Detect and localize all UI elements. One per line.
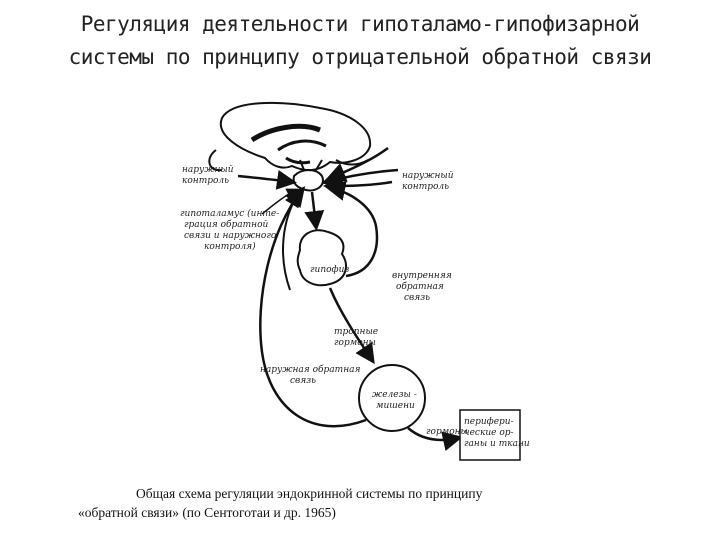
label-hypothalamus-2: грация обратной: [184, 219, 268, 230]
secondary-feedback-loop: [282, 190, 301, 291]
hypothalamus-to-pituitary-arrow: [304, 191, 325, 231]
hypothalamus-node: [292, 159, 324, 192]
label-glands-1: железы -: [372, 390, 417, 400]
label-peripheral-2: ческие ор-: [464, 428, 514, 438]
label-outer-control-right-1: наружный: [402, 171, 454, 181]
slide-title: Регуляция деятельности гипоталамо-гипофи…: [0, 8, 720, 74]
outer-feedback-loop: [259, 186, 367, 428]
label-peripheral-3: ганы и ткани: [464, 439, 530, 449]
inner-feedback-loop: [325, 181, 379, 278]
label-hormones: гормоны: [426, 427, 468, 437]
label-tropic-hormones-2: гормоны: [334, 338, 376, 348]
label-inner-feedback-2: обратная: [396, 281, 444, 292]
label-peripheral-1: перифери-: [464, 417, 514, 427]
title-line-1: Регуляция деятельности гипоталамо-гипофи…: [80, 12, 640, 36]
pituitary-shape: [296, 229, 347, 287]
figure-caption: Общая схема регуляции эндокринной систем…: [78, 484, 548, 522]
label-outer-feedback-2: связь: [290, 376, 316, 386]
label-hypothalamus-3: связи и наружного: [184, 231, 277, 241]
target-glands-circle: [358, 364, 426, 432]
label-inner-feedback-1: внутренняя: [392, 271, 452, 281]
title-line-2: системы по принципу отрицательной обратн…: [68, 45, 652, 69]
peripheral-organs-box: [459, 409, 521, 461]
tropic-hormones-arrow: [328, 287, 375, 365]
caption-line-1: Общая схема регуляции эндокринной систем…: [136, 486, 483, 501]
label-outer-control-left-2: контроль: [182, 176, 229, 186]
hormones-arrow: [407, 427, 463, 452]
brain-outline: [208, 101, 372, 172]
label-outer-control-right-2: контроль: [402, 182, 449, 192]
label-hypothalamus-1: гипоталамус (инте-: [180, 208, 279, 219]
label-glands-2: мишени: [376, 401, 415, 411]
label-outer-feedback-1: наружная обратная: [260, 364, 360, 375]
label-outer-control-left-1: наружный: [182, 165, 234, 175]
outer-control-left-arrow: [237, 169, 297, 190]
label-hypothalamus-4: контроля): [204, 241, 256, 252]
label-tropic-hormones-1: тропные: [334, 327, 378, 337]
label-inner-feedback-3: связь: [404, 293, 430, 303]
caption-line-2: «обратной связи» (по Сентоготаи и др. 19…: [78, 505, 336, 520]
outer-control-right-arrows: [321, 146, 399, 196]
label-pituitary: гипофиз: [310, 265, 349, 275]
